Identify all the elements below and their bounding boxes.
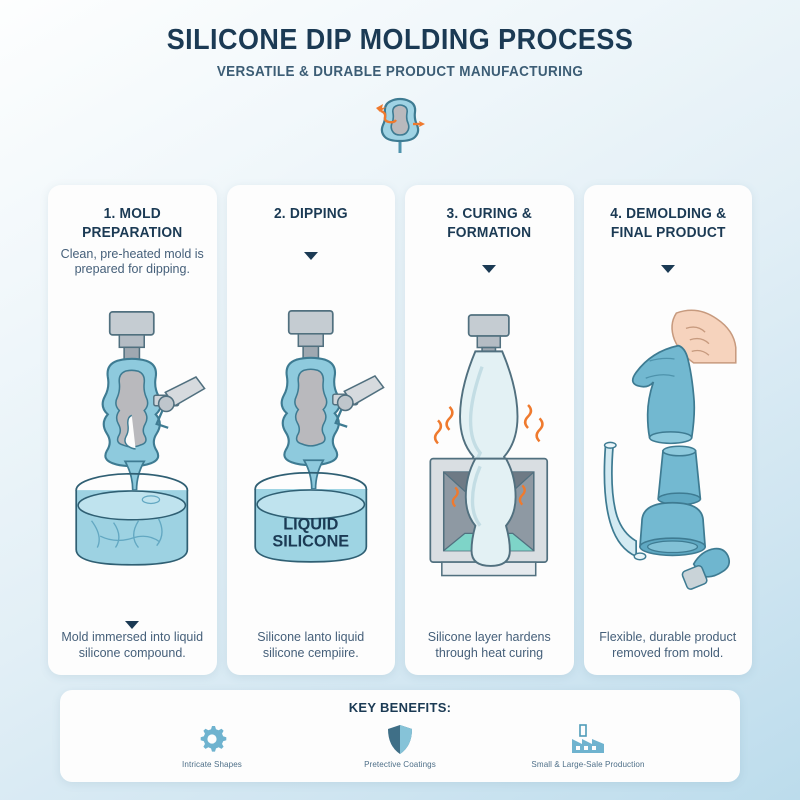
- mold-shape-icon: [356, 87, 444, 164]
- step-arrow-icon: [303, 251, 318, 260]
- shield-icon: [325, 721, 475, 757]
- mold-dipping-into-vat-icon: LIQUID SILICONE: [237, 260, 386, 629]
- step-card-mold-preparation[interactable]: 1. MOLD PREPARATION Clean, pre-heated mo…: [48, 185, 217, 675]
- step-card-curing-formation[interactable]: 3. CURING & FORMATION: [405, 185, 574, 675]
- svg-text:SILICONE: SILICONE: [272, 533, 349, 551]
- benefits-list: Intricate Shapes Pretective Coatings: [60, 721, 740, 769]
- benefits-title: KEY BENEFITS:: [348, 700, 452, 715]
- benefit-item-protective-coatings[interactable]: Pretective Coatings: [325, 721, 475, 769]
- step-title: 3. CURING & FORMATION: [446, 206, 532, 241]
- step-caption: Mold immersed into liquid silicone compo…: [61, 629, 204, 660]
- benefit-item-production-scale[interactable]: Small & Large-Sale Production: [513, 721, 663, 769]
- process-steps-row: 1. MOLD PREPARATION Clean, pre-heated mo…: [48, 185, 752, 675]
- page-subtitle: VERSATILE & DURABLE PRODUCT MANUFACTURIN…: [216, 64, 584, 80]
- step-arrow-icon: [125, 620, 140, 629]
- step-arrow-icon: [660, 264, 675, 273]
- step-subtitle: Clean, pre-heated mold is prepared for d…: [60, 246, 204, 276]
- step-caption: Silicone lanto liquid silicone cempiire.: [257, 629, 365, 660]
- step-title: 2. DIPPING: [273, 206, 348, 222]
- header-emblem: [0, 89, 800, 161]
- step-caption: Silicone layer hardens through heat curi…: [427, 629, 551, 660]
- mold-on-fixture-over-vat-icon: [58, 277, 207, 614]
- benefit-item-intricate-shapes[interactable]: Intricate Shapes: [137, 721, 287, 769]
- curing-oven-icon: [415, 273, 564, 629]
- svg-text:LIQUID: LIQUID: [283, 515, 338, 533]
- key-benefits-panel: KEY BENEFITS: Intricate Shapes Pretectiv…: [60, 690, 740, 782]
- infographic-header: SILICONE DIP MOLDING PROCESS VERSATILE &…: [0, 0, 800, 161]
- gear-icon: [137, 721, 287, 757]
- step-caption: Flexible, durable product removed from m…: [599, 629, 737, 660]
- factory-icon: [513, 721, 663, 757]
- benefit-label: Small & Large-Sale Production: [531, 759, 645, 769]
- benefit-label: Intricate Shapes: [182, 759, 242, 769]
- hand-peeling-product-icon: [594, 273, 743, 629]
- step-arrow-icon: [482, 264, 497, 273]
- benefit-label: Pretective Coatings: [364, 759, 436, 769]
- step-title: 4. DEMOLDING & FINAL PRODUCT: [609, 206, 726, 241]
- step-card-demolding-final-product[interactable]: 4. DEMOLDING & FINAL PRODUCT: [583, 185, 752, 675]
- page-title: SILICONE DIP MOLDING PROCESS: [166, 24, 634, 56]
- step-card-dipping[interactable]: 2. DIPPING LIQUID SILICONE Si: [226, 185, 395, 675]
- step-title: 1. MOLD PREPARATION: [82, 206, 183, 241]
